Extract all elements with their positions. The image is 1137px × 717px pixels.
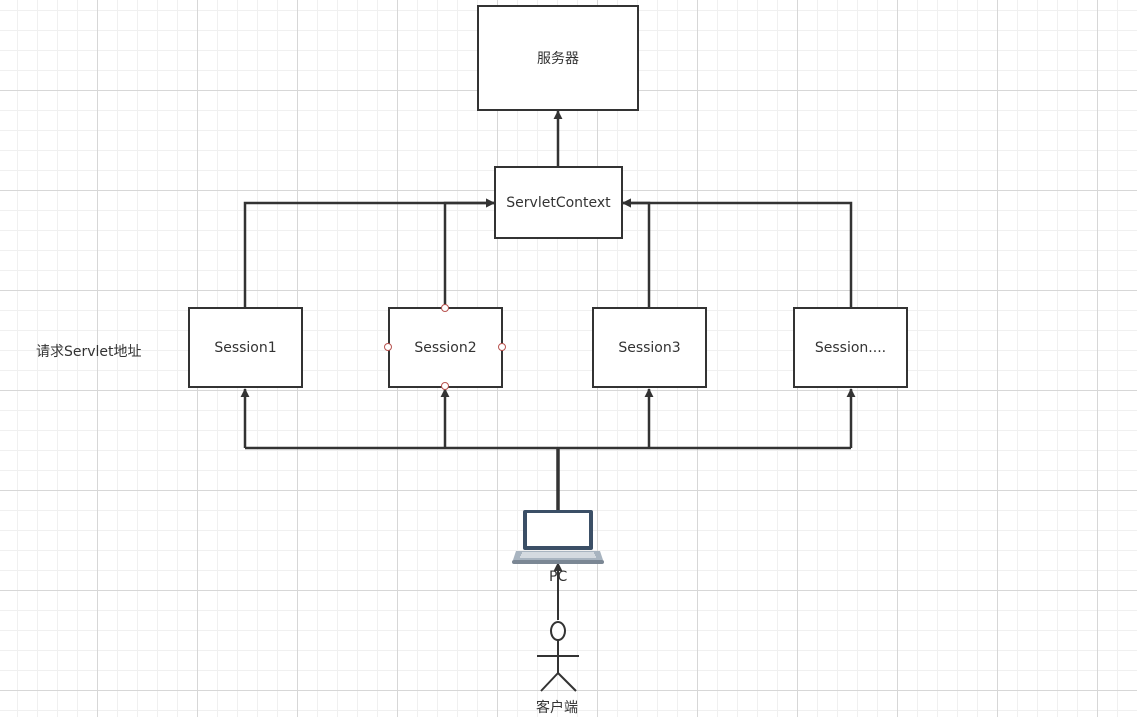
edge-session3-to-context[interactable] xyxy=(622,198,651,307)
session1-node[interactable]: Session1 xyxy=(188,307,303,388)
session2-label: Session2 xyxy=(414,339,477,356)
session3-node[interactable]: Session3 xyxy=(592,307,707,388)
edge-session2-to-context[interactable] xyxy=(443,198,495,307)
server-label: 服务器 xyxy=(537,51,579,67)
request-servlet-address-label[interactable]: 请求Servlet地址 xyxy=(36,344,142,360)
selection-handle-bottom[interactable] xyxy=(441,382,449,390)
session3-label: Session3 xyxy=(618,339,681,356)
selection-handle-right[interactable] xyxy=(498,343,506,351)
pc-label[interactable]: PC xyxy=(549,569,568,585)
edge-session4-to-context[interactable] xyxy=(622,198,853,307)
client-label[interactable]: 客户端 xyxy=(536,700,578,716)
laptop-icon[interactable] xyxy=(512,508,604,564)
session4-node[interactable]: Session.... xyxy=(793,307,908,388)
session4-label: Session.... xyxy=(814,339,887,356)
session1-label: Session1 xyxy=(214,339,277,356)
selection-handle-top[interactable] xyxy=(441,304,449,312)
servlet-context-label: ServletContext xyxy=(506,194,611,211)
servlet-context-node[interactable]: ServletContext xyxy=(494,166,623,239)
selection-handle-left[interactable] xyxy=(384,343,392,351)
actor-icon[interactable] xyxy=(537,621,579,692)
server-node[interactable]: 服务器 xyxy=(477,5,639,111)
edge-session1-to-context[interactable] xyxy=(243,198,495,307)
session2-node[interactable]: Session2 xyxy=(388,307,503,388)
